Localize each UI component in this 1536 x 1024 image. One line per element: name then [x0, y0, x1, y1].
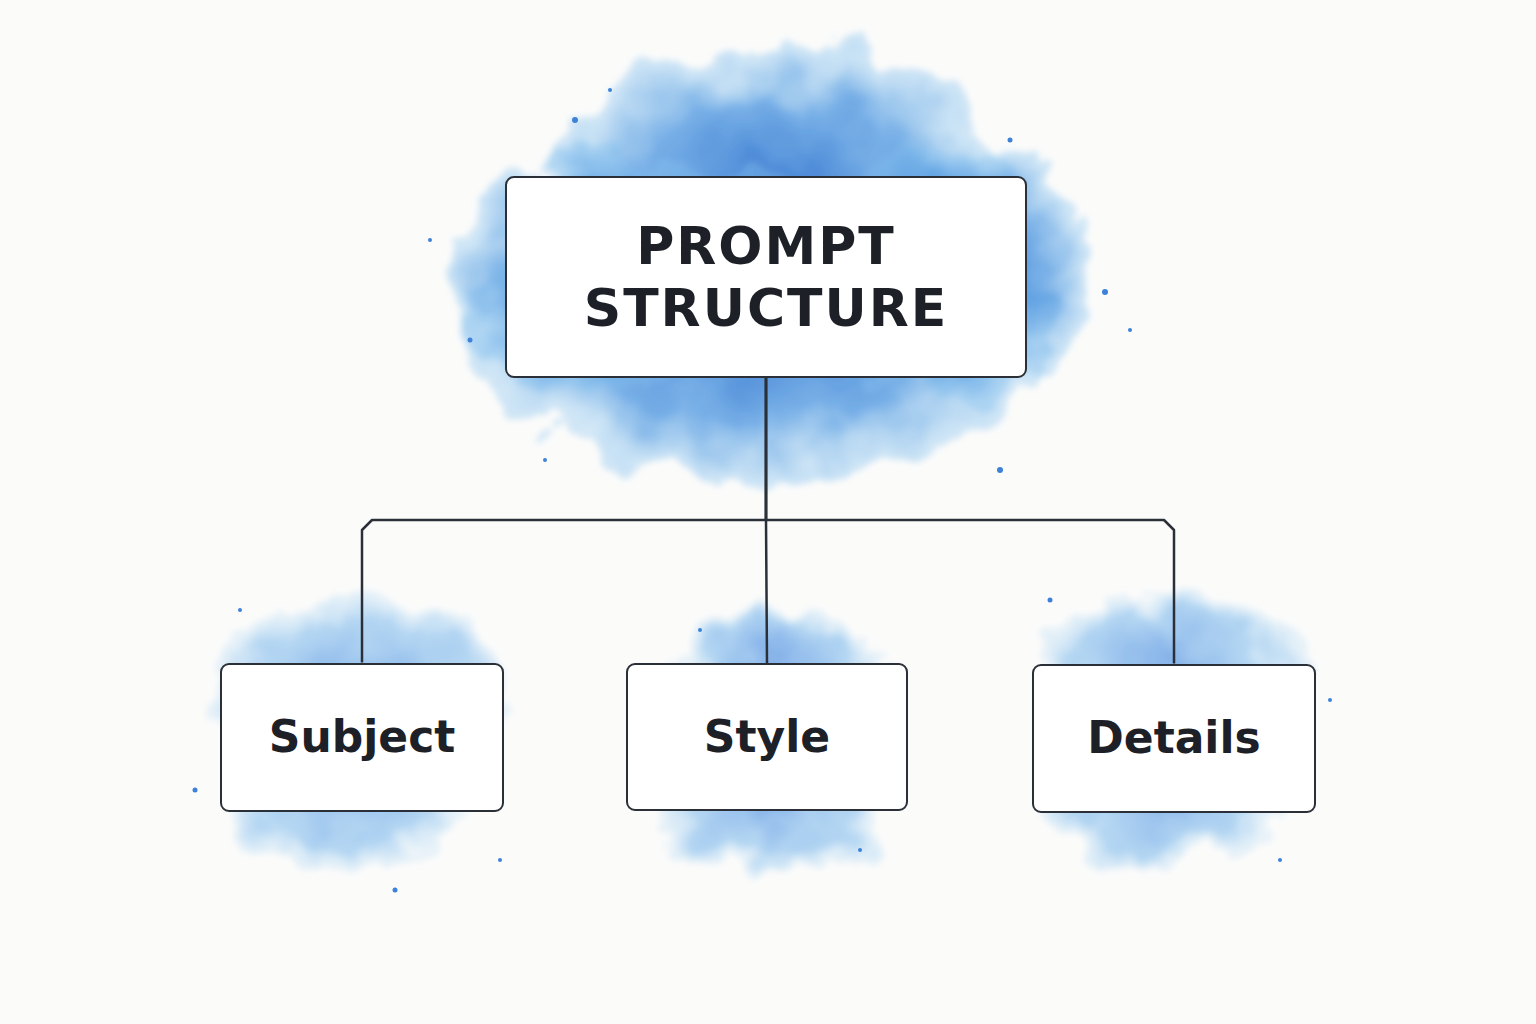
node-label: Details — [1087, 712, 1260, 765]
node-label: Style — [704, 711, 830, 764]
node-label: PROMPT STRUCTURE — [541, 215, 991, 340]
branch-box: Subject — [220, 663, 504, 812]
node-label: Subject — [269, 711, 456, 764]
branch-box: Style — [626, 663, 908, 811]
root-box: PROMPT STRUCTURE — [505, 176, 1027, 378]
tree-connector — [362, 378, 766, 663]
tree-connector — [766, 378, 1174, 664]
branch-box: Details — [1032, 664, 1316, 813]
watercolor-blobs — [210, 45, 1300, 870]
paint-splatter — [193, 88, 1333, 893]
